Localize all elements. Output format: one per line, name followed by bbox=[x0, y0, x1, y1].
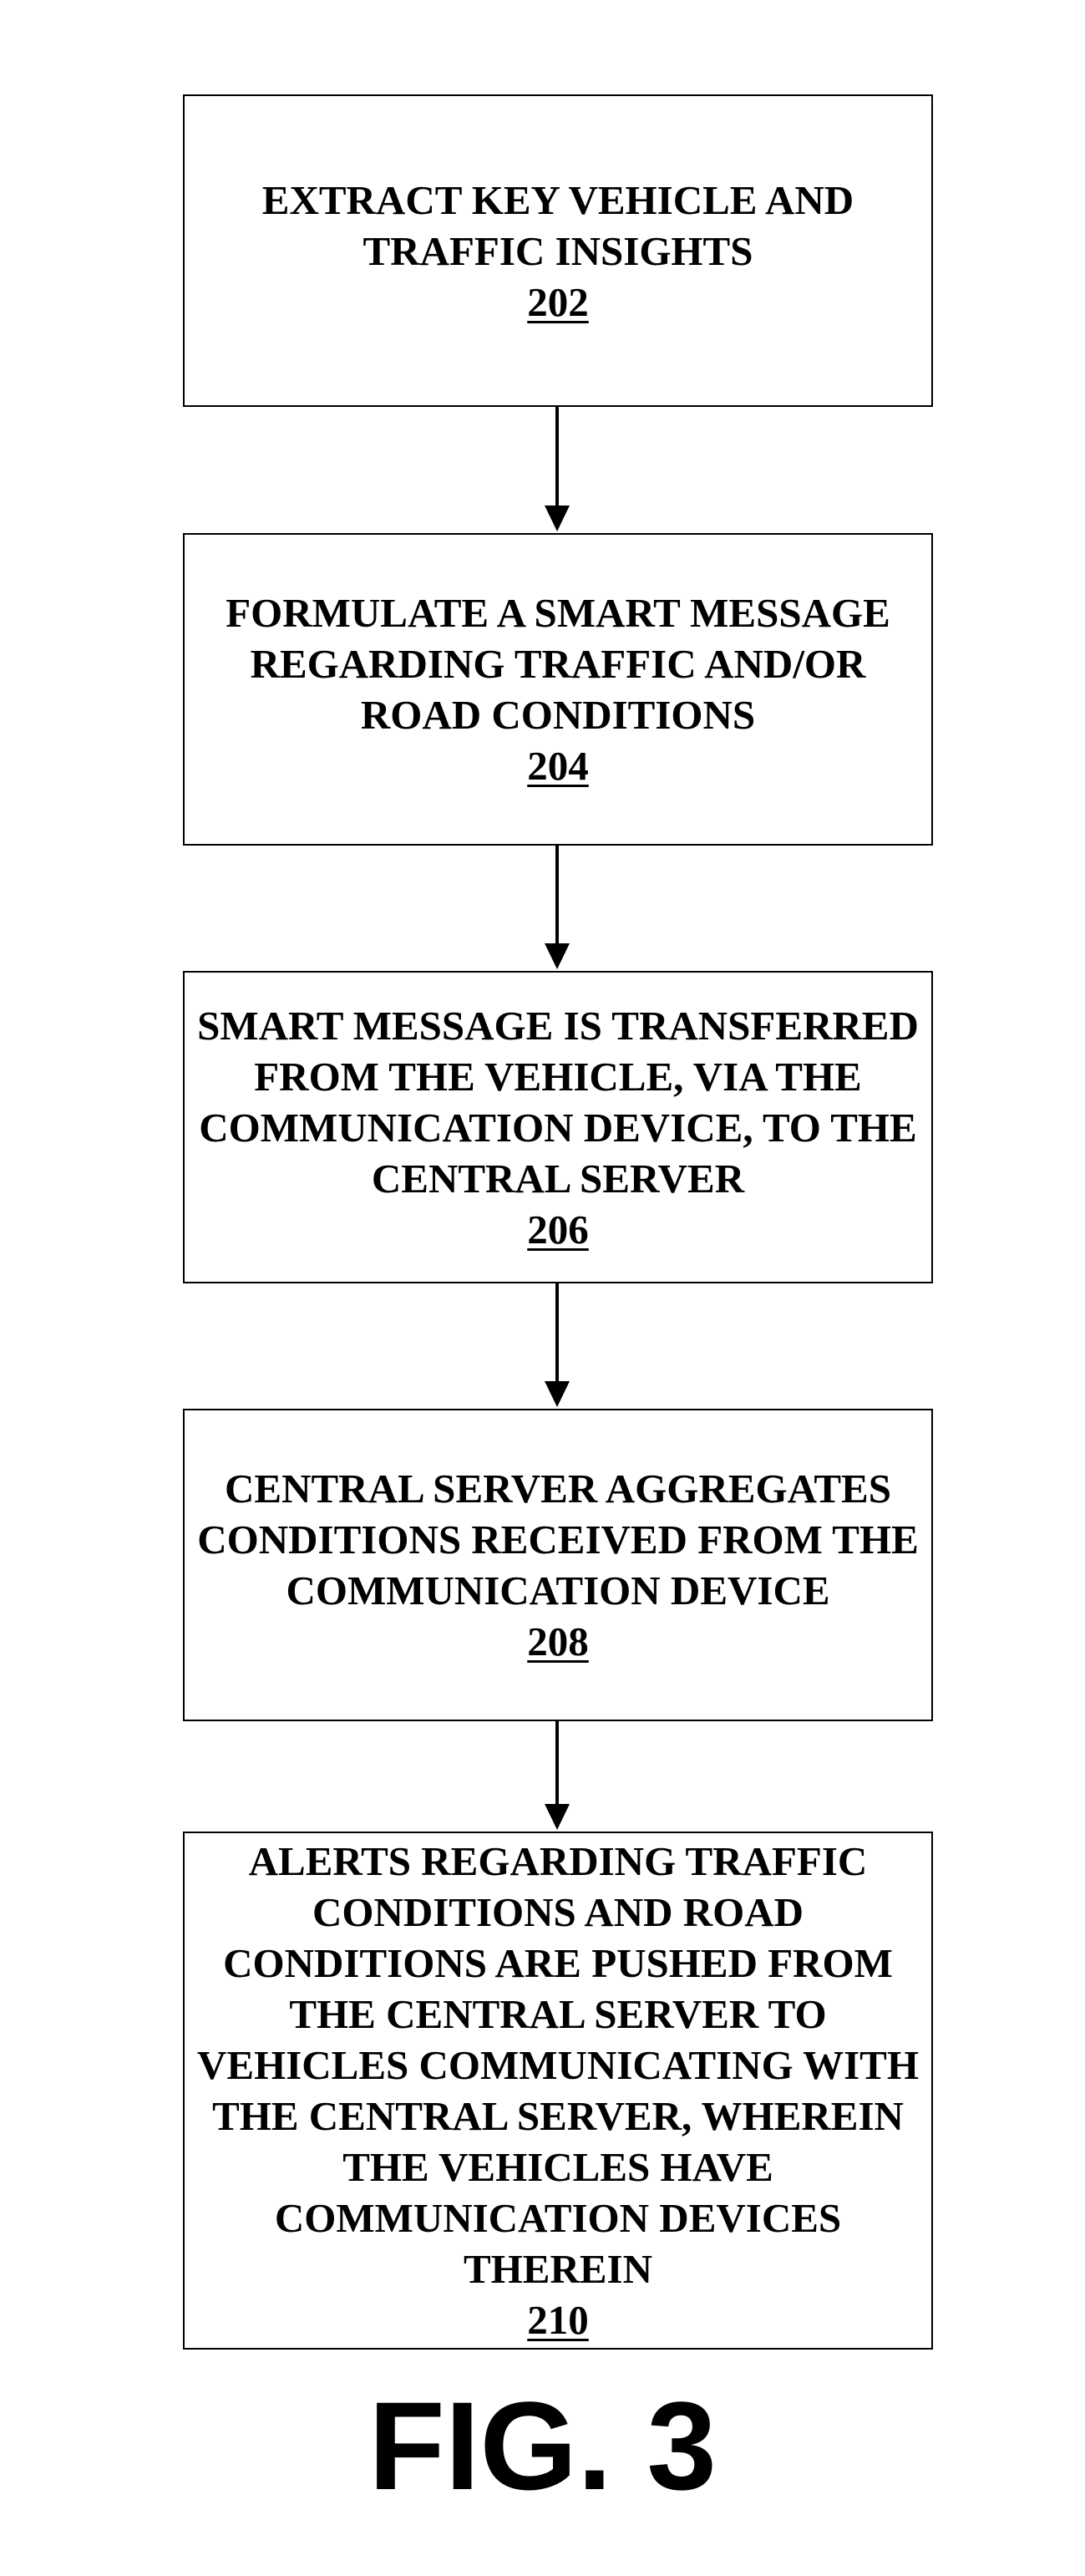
step-reference-number: 208 bbox=[527, 1618, 589, 1664]
step-box-formulate-message: FORMULATE A SMART MESSAGE REGARDING TRAF… bbox=[183, 533, 933, 846]
arrow-2-to-3 bbox=[545, 846, 570, 969]
arrow-4-to-5 bbox=[545, 1721, 570, 1830]
arrow-3-to-4 bbox=[545, 1283, 570, 1407]
step-box-transfer-message: SMART MESSAGE IS TRANSFERRED FROM THE VE… bbox=[183, 971, 933, 1283]
arrow-1-to-2 bbox=[545, 407, 570, 531]
step-text: FORMULATE A SMART MESSAGE REGARDING TRAF… bbox=[226, 590, 890, 738]
step-text: CENTRAL SERVER AGGREGATES CONDITIONS REC… bbox=[197, 1466, 919, 1613]
step-reference-number: 202 bbox=[527, 278, 589, 325]
step-reference-number: 210 bbox=[527, 2297, 589, 2343]
step-text: ALERTS REGARDING TRAFFIC CONDITIONS AND … bbox=[197, 1838, 919, 2292]
step-box-push-alerts: ALERTS REGARDING TRAFFIC CONDITIONS AND … bbox=[183, 1832, 933, 2350]
step-box-extract-insights: EXTRACT KEY VEHICLE AND TRAFFIC INSIGHTS… bbox=[183, 94, 933, 407]
step-reference-number: 204 bbox=[527, 743, 589, 789]
step-reference-number: 206 bbox=[527, 1206, 589, 1252]
figure-label: FIG. 3 bbox=[368, 2375, 717, 2516]
step-text: EXTRACT KEY VEHICLE AND TRAFFIC INSIGHTS bbox=[261, 176, 854, 274]
step-box-aggregate-conditions: CENTRAL SERVER AGGREGATES CONDITIONS REC… bbox=[183, 1409, 933, 1721]
step-text: SMART MESSAGE IS TRANSFERRED FROM THE VE… bbox=[197, 1002, 919, 1202]
